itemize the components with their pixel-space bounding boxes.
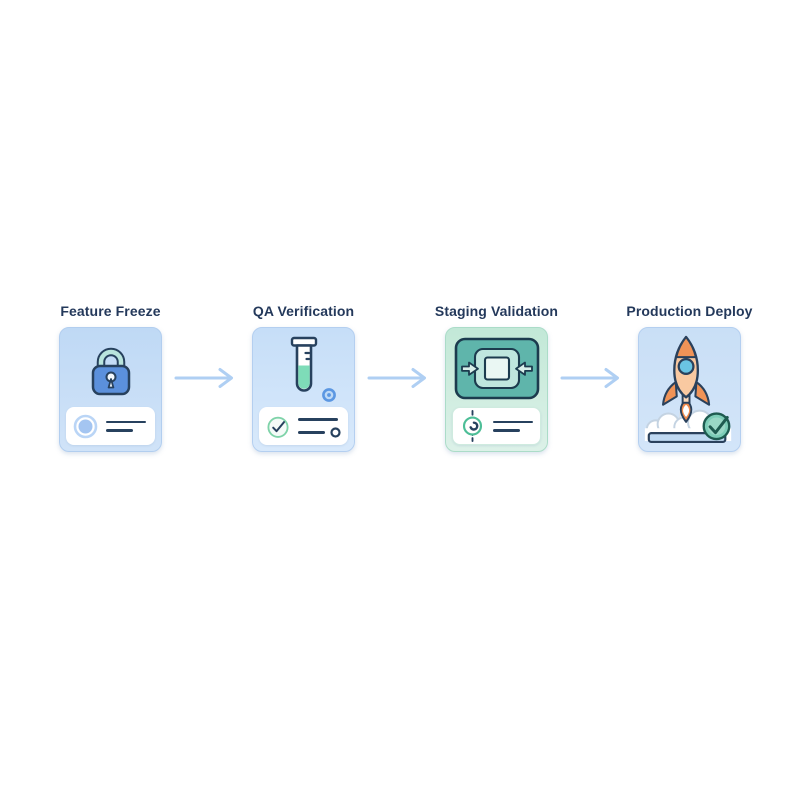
stage-title: Staging Validation <box>434 303 559 319</box>
detail-lines <box>106 420 146 432</box>
stage-icon-area <box>60 328 161 409</box>
stage-icon-area <box>639 328 740 451</box>
stage-detail-panel <box>259 407 348 445</box>
staging-merge-icon <box>454 337 539 399</box>
detail-line <box>106 429 133 432</box>
pipeline-diagram: Feature Freeze <box>59 303 752 452</box>
arrow-right-icon <box>560 368 619 388</box>
flow-arrow <box>548 303 638 389</box>
stage-detail-panel <box>66 407 155 445</box>
check-circle-icon <box>267 416 289 438</box>
rocket-launch-icon <box>644 335 732 444</box>
stage-detail-panel <box>452 407 541 445</box>
check-badge-icon <box>702 412 731 441</box>
stage-title: Production Deploy <box>626 303 753 319</box>
circle-badge-icon <box>73 414 98 438</box>
detail-lines <box>493 420 533 432</box>
lock-icon <box>91 347 130 395</box>
stage-card <box>252 327 355 452</box>
stage-qa-verification: QA Verification <box>252 303 355 452</box>
stage-card <box>638 327 741 452</box>
stage-production-deploy: Production Deploy <box>626 303 752 452</box>
detail-line <box>106 420 146 423</box>
detail-line <box>493 420 533 423</box>
stage-card <box>445 327 548 452</box>
test-tube-icon <box>290 336 336 402</box>
arrow-right-icon <box>174 368 233 388</box>
stage-icon-area <box>446 328 547 409</box>
detail-lines <box>298 418 341 438</box>
stage-icon-area <box>253 328 354 409</box>
flow-arrow <box>355 303 445 389</box>
arrow-right-icon <box>367 368 426 388</box>
stage-feature-freeze: Feature Freeze <box>59 303 162 452</box>
stage-card <box>59 327 162 452</box>
detail-line <box>298 418 338 421</box>
stage-staging-validation: Staging Validation <box>435 303 558 452</box>
detail-line <box>493 429 520 432</box>
flow-arrow <box>162 303 252 389</box>
detail-line <box>298 431 325 434</box>
small-circle-icon <box>330 427 341 438</box>
porthole-window <box>677 357 695 375</box>
stage-title: Feature Freeze <box>60 303 161 319</box>
stage-title: QA Verification <box>252 303 355 319</box>
commit-node-icon <box>462 410 483 442</box>
